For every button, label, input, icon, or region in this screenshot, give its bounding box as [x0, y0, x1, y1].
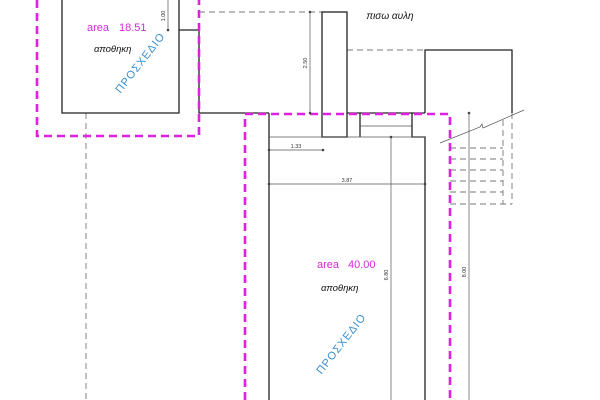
outline-room-2	[243, 112, 452, 400]
room-1-area-label: area	[87, 22, 110, 34]
dimension-label: 1.33	[291, 144, 302, 150]
room-2-area-label: area	[317, 259, 340, 271]
stairs	[439, 109, 525, 205]
dimension-label: 3.87	[342, 178, 353, 184]
room-1-stamp: ΠΡΟΣΧΕΔΙΟ	[113, 31, 168, 96]
room-1-name: αποθηκη	[94, 44, 131, 55]
yard-label: πισω αυλη	[366, 11, 414, 22]
dimension-label: 1.00	[161, 11, 167, 22]
room-2-area-value: 40.00	[348, 259, 376, 271]
hidden-lines	[85, 11, 513, 400]
dimension-lines	[166, 0, 471, 400]
dimension-label: 2.50	[303, 58, 309, 69]
room-1-area-value: 18.51	[119, 22, 147, 34]
dimension-label: 6.80	[384, 270, 390, 281]
room-2-name: αποθηκη	[321, 283, 358, 294]
outline-room-1	[35, 0, 201, 138]
room-2-stamp: ΠΡΟΣΧΕΔΙΟ	[314, 312, 369, 377]
dimension-label: 8.00	[462, 267, 468, 278]
walls	[61, 0, 513, 400]
